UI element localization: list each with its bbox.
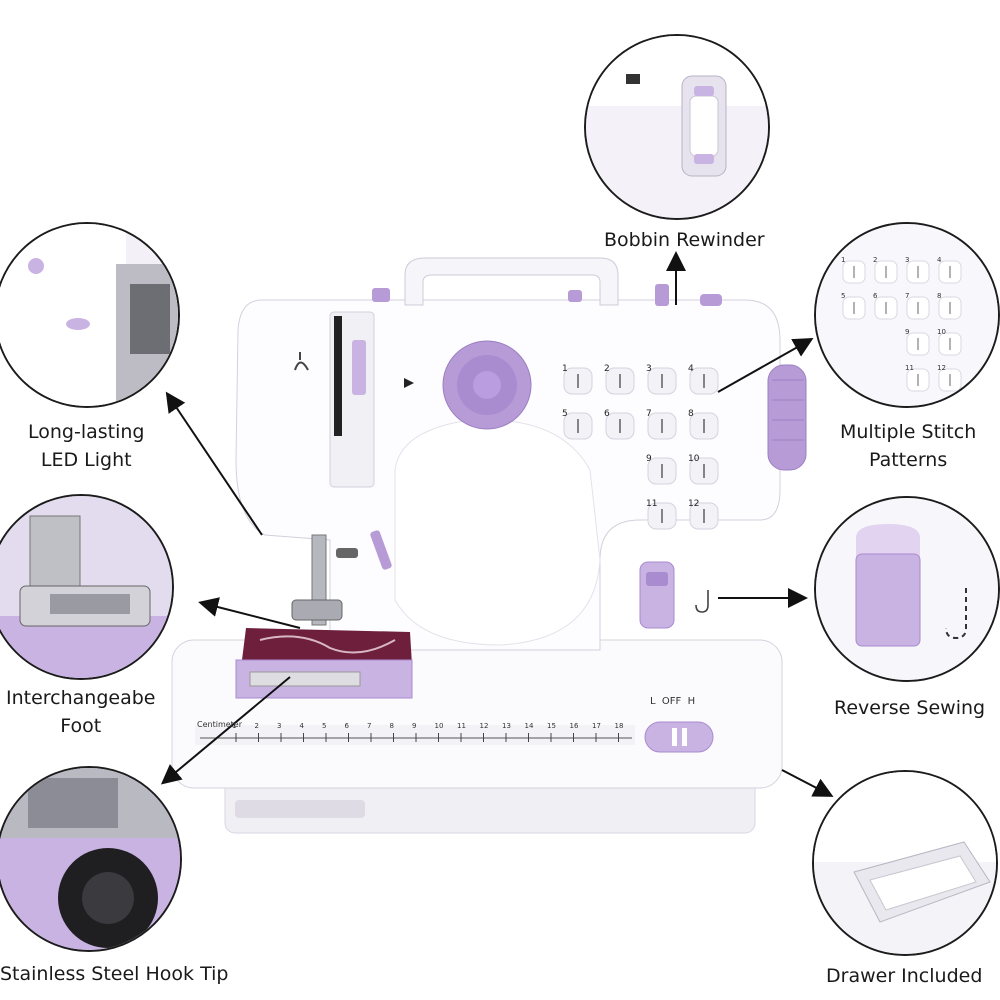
stitch-zoom-number: 11 xyxy=(905,364,914,372)
switch-label: L OFF H xyxy=(650,696,696,707)
led-caption: Long-lasting LED Light xyxy=(28,418,145,474)
stitch-zoom-number: 2 xyxy=(873,256,877,264)
ruler-number: 16 xyxy=(569,722,579,730)
arrow-stitch xyxy=(717,338,814,393)
stitch-caption: Multiple Stitch Patterns xyxy=(840,418,976,474)
ruler-number: 18 xyxy=(614,722,624,730)
ruler-number: 8 xyxy=(389,722,394,730)
stitch-zoom-number: 8 xyxy=(937,292,941,300)
arm-opening xyxy=(394,419,601,646)
stitch-number: 5 xyxy=(562,409,568,419)
ruler-number: 3 xyxy=(277,722,282,730)
stitch-number: 7 xyxy=(646,409,652,419)
stitch-zoom-number: 12 xyxy=(937,364,946,372)
led-detail-circle xyxy=(0,222,180,408)
stitch-number: 4 xyxy=(688,364,694,374)
ruler-number: 6 xyxy=(344,722,349,730)
drawer-slot xyxy=(235,800,365,818)
stitch-zoom-number: 3 xyxy=(905,256,909,264)
foot-caption-line2: Foot xyxy=(60,715,102,737)
foot-detail-circle xyxy=(0,494,174,680)
stitch-number: 1 xyxy=(562,364,568,374)
stitch-number: 12 xyxy=(688,499,700,509)
reverse-caption: Reverse Sewing xyxy=(834,697,986,719)
ruler-label: Centimeter xyxy=(197,720,242,729)
stitch-zoom-number: 9 xyxy=(905,328,909,336)
ruler-number: 7 xyxy=(367,722,372,730)
ruler-number: 2 xyxy=(254,722,259,730)
stitch-zoom-number: 4 xyxy=(937,256,942,264)
led-caption-line1: Long-lasting xyxy=(28,421,145,443)
reverse-detail-circle xyxy=(814,496,1000,682)
drawer-detail-circle xyxy=(812,770,998,956)
stitch-zoom-number: 7 xyxy=(905,292,909,300)
ruler-number: 10 xyxy=(434,722,444,730)
ruler-number: 17 xyxy=(592,722,601,730)
ruler-number: 15 xyxy=(547,722,556,730)
ruler-strip xyxy=(195,725,635,745)
stitch-caption-line2: Patterns xyxy=(868,449,948,471)
stitch-number: 3 xyxy=(646,364,652,374)
carry-handle xyxy=(404,257,619,306)
stitch-zoom-number: 1 xyxy=(841,256,845,264)
foot-caption: Interchangeabe Foot xyxy=(6,684,156,740)
arrow-hook xyxy=(160,676,291,785)
hook-detail-circle xyxy=(0,766,182,952)
stitch-number: 8 xyxy=(688,409,694,419)
ruler-number: 11 xyxy=(457,722,466,730)
stitch-zoom-number: 5 xyxy=(841,292,845,300)
foot-caption-line1: Interchangeabe xyxy=(6,687,156,709)
bobbin-caption: Bobbin Rewinder xyxy=(604,229,765,251)
ruler-number: 5 xyxy=(322,722,327,730)
bobbin-detail-circle xyxy=(584,34,770,220)
stitch-number: 10 xyxy=(688,454,700,464)
stitch-number: 6 xyxy=(604,409,610,419)
ruler-number: 1 xyxy=(232,722,237,730)
ruler-number: 13 xyxy=(502,722,511,730)
power-switch[interactable] xyxy=(644,721,714,753)
hook-caption: Stainless Steel Hook Tip xyxy=(0,963,229,985)
hand-wheel[interactable] xyxy=(767,364,807,471)
ruler-number: 14 xyxy=(524,722,534,730)
stitch-number: 11 xyxy=(646,499,658,509)
ruler-number: 4 xyxy=(299,722,304,730)
led-caption-line2: LED Light xyxy=(40,449,132,471)
drawer-caption: Drawer Included xyxy=(826,965,983,987)
ruler-number: 9 xyxy=(412,722,417,730)
arrow-led xyxy=(165,391,263,536)
stitch-zoom-number: 10 xyxy=(937,328,946,336)
ruler-number: 12 xyxy=(479,722,489,730)
stitch-zoom-number: 6 xyxy=(873,292,878,300)
arrow-foot xyxy=(198,597,301,629)
stitch-caption-line1: Multiple Stitch xyxy=(840,421,977,443)
stitch-number: 9 xyxy=(646,454,652,464)
stitch-number: 2 xyxy=(604,364,610,374)
